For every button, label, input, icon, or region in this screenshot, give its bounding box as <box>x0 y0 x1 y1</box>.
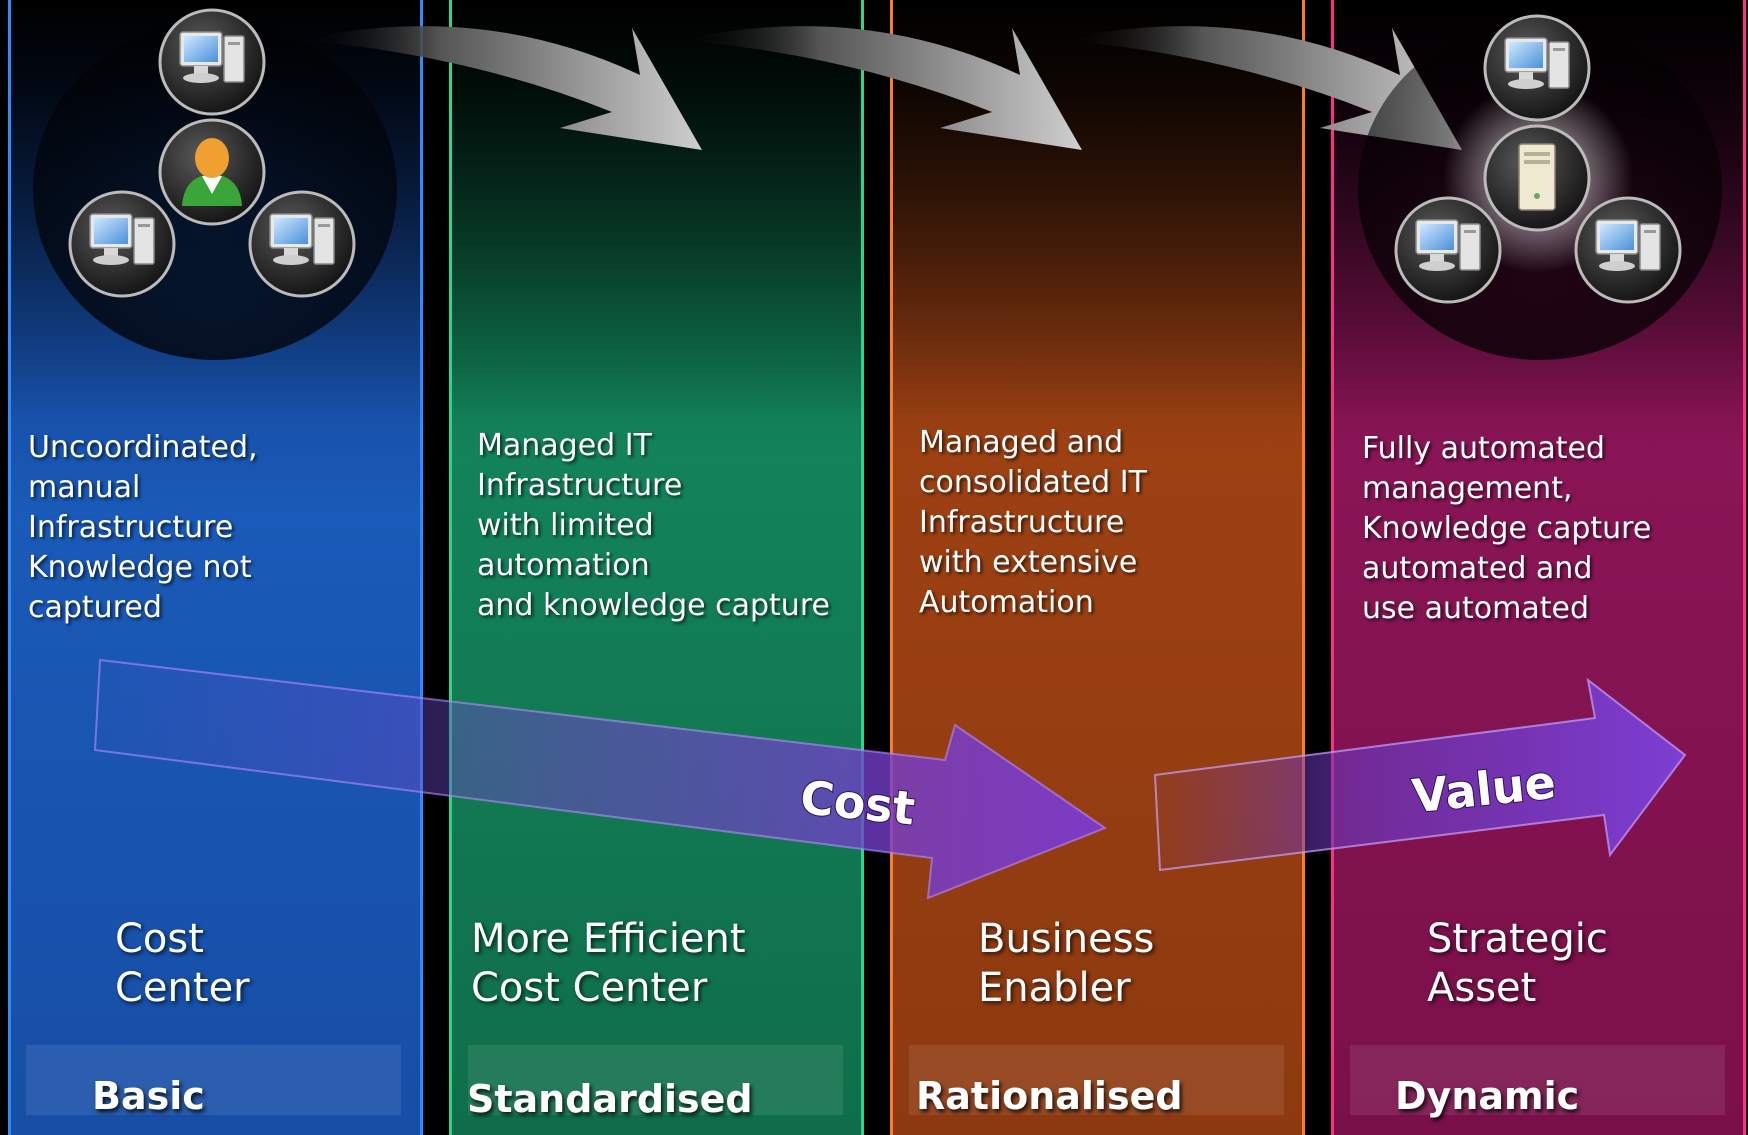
stage-description-basic: Uncoordinated, manual Infrastructure Kno… <box>28 430 258 625</box>
stage-description-rationalised: Managed and consolidated IT Infrastructu… <box>919 425 1147 620</box>
cost-arrow <box>93 658 1108 900</box>
computer-icon <box>248 190 356 298</box>
level-rationalised: Rationalised <box>916 1074 1183 1118</box>
level-band <box>1350 1045 1725 1115</box>
level-dynamic: Dynamic <box>1395 1074 1580 1118</box>
user-icon <box>158 118 266 226</box>
column-standardised <box>449 0 864 1135</box>
computer-icon <box>1483 14 1591 122</box>
level-standardised: Standardised <box>467 1077 753 1121</box>
stage-role-standardised: More Efficient Cost Center <box>471 916 746 1011</box>
level-basic: Basic <box>92 1074 205 1118</box>
level-band <box>468 1045 843 1115</box>
computer-icon <box>1574 196 1682 304</box>
server-icon <box>1483 124 1591 232</box>
transition-arrow <box>680 26 1082 150</box>
cost-arrow-label: Cost <box>798 770 918 836</box>
computer-icon <box>158 8 266 116</box>
column-rationalised <box>890 0 1305 1135</box>
stage-role-rationalised: Business Enabler <box>978 916 1155 1011</box>
transition-arrow <box>1062 26 1462 150</box>
stage-description-standardised: Managed IT Infrastructure with limited a… <box>477 428 830 623</box>
level-band <box>909 1045 1284 1115</box>
transition-arrow <box>300 26 702 150</box>
stage-role-basic: Cost Center <box>115 916 250 1011</box>
computer-icon <box>68 190 176 298</box>
level-band <box>26 1045 401 1115</box>
stage-role-dynamic: Strategic Asset <box>1427 916 1608 1011</box>
value-arrow <box>1153 677 1687 872</box>
computer-icon <box>1394 196 1502 304</box>
stage-description-dynamic: Fully automated management, Knowledge ca… <box>1362 431 1652 626</box>
